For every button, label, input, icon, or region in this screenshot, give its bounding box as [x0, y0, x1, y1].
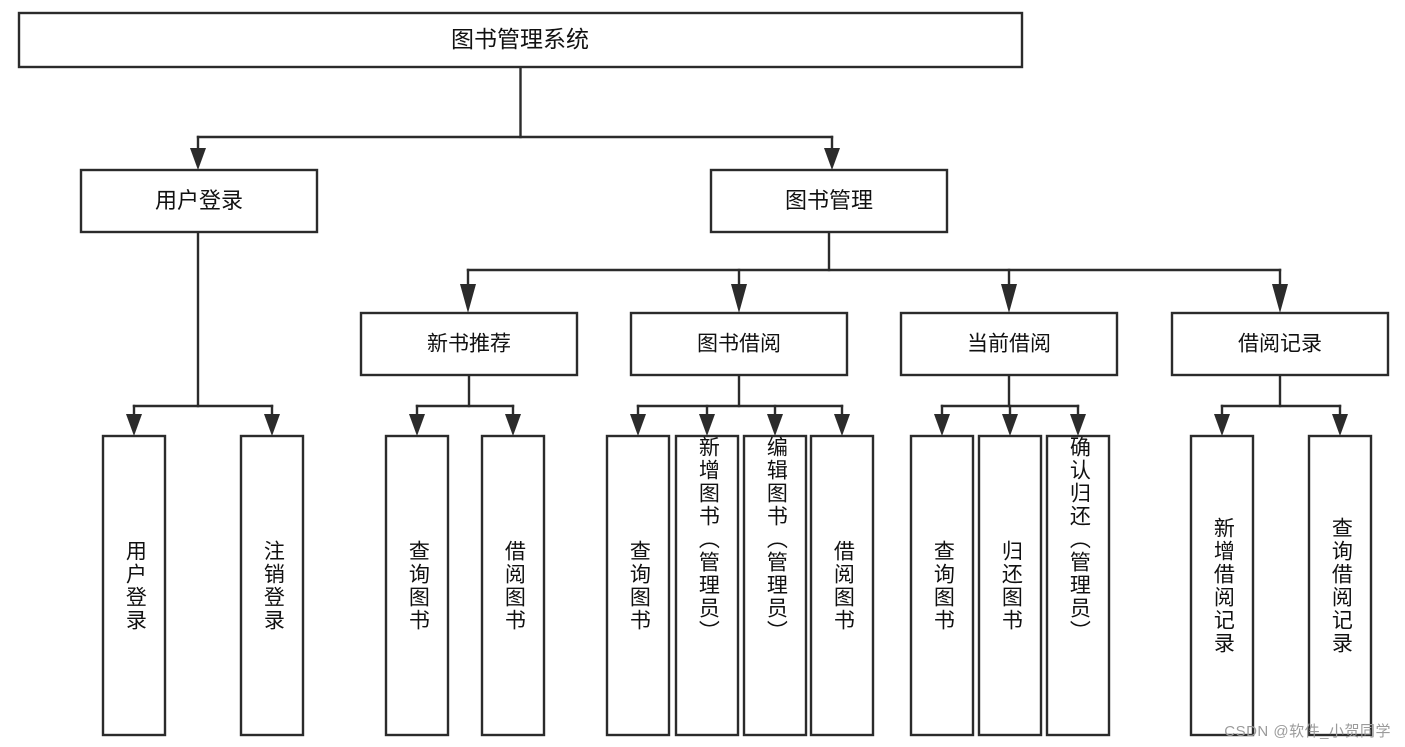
node-box-new-book-rec[interactable]: [359, 311, 579, 377]
connectors: [126, 65, 1348, 436]
arrowhead-leaf-return-book: [1002, 414, 1018, 436]
arrowhead-leaf-add-book: [699, 414, 715, 436]
node-label-current-borrow: 当前借阅: [967, 333, 1051, 356]
node-box-borrow-record[interactable]: [1170, 311, 1390, 377]
node-box-user-login[interactable]: [79, 168, 319, 234]
node-label-root: 图书管理系统: [451, 26, 589, 52]
node-box-leaf-return-book[interactable]: [977, 434, 1043, 737]
node-box-leaf-add-book[interactable]: [674, 434, 740, 737]
arrowhead-leaf-borrow-book-1: [505, 414, 521, 436]
node-label-user-login: 用户登录: [155, 188, 243, 213]
node-box-leaf-edit-book[interactable]: [742, 434, 808, 737]
node-box-current-borrow[interactable]: [899, 311, 1119, 377]
arrowhead-leaf-borrow-book-2: [834, 414, 850, 436]
node-box-root[interactable]: [17, 11, 1024, 69]
node-box-leaf-user-login[interactable]: [101, 434, 167, 737]
arrowhead-book-manage: [824, 148, 840, 170]
arrowhead-leaf-query-record: [1332, 414, 1348, 436]
node-box-leaf-borrow-book-1[interactable]: [480, 434, 546, 737]
node-label-book-borrow: 图书借阅: [697, 333, 781, 356]
node-box-leaf-query-book-1[interactable]: [384, 434, 450, 737]
arrowhead-book-borrow: [731, 284, 747, 313]
arrowhead-leaf-user-login: [126, 414, 142, 436]
node-box-leaf-logout-login[interactable]: [239, 434, 305, 737]
node-box-leaf-query-book-3[interactable]: [909, 434, 975, 737]
node-box-leaf-borrow-book-2[interactable]: [809, 434, 875, 737]
csdn-watermark: CSDN @软件_小贺同学: [1224, 723, 1391, 740]
arrowhead-user-login: [190, 148, 206, 170]
arrowhead-leaf-query-book-1: [409, 414, 425, 436]
node-box-leaf-query-record[interactable]: [1307, 434, 1373, 737]
node-label-new-book-rec: 新书推荐: [427, 333, 511, 356]
node-label-book-manage: 图书管理: [785, 188, 873, 213]
node-box-leaf-query-book-2[interactable]: [605, 434, 671, 737]
node-label-borrow-record: 借阅记录: [1238, 333, 1322, 356]
arrowhead-leaf-query-book-2: [630, 414, 646, 436]
arrowhead-leaf-edit-book: [767, 414, 783, 436]
arrowhead-current-borrow: [1001, 284, 1017, 313]
arrowhead-borrow-record: [1272, 284, 1288, 313]
arrowhead-leaf-confirm-return: [1070, 414, 1086, 436]
nodes: 图书管理系统 用户登录 图书管理 新书推荐 图书借阅 当前借阅 借阅记录: [17, 11, 1390, 737]
node-box-leaf-confirm-return[interactable]: [1045, 434, 1111, 737]
arrowhead-leaf-add-record: [1214, 414, 1230, 436]
arrowhead-leaf-query-book-3: [934, 414, 950, 436]
node-box-leaf-add-record[interactable]: [1189, 434, 1255, 737]
arrowhead-leaf-logout-login: [264, 414, 280, 436]
node-box-book-manage[interactable]: [709, 168, 949, 234]
arrowhead-new-book-rec: [460, 284, 476, 313]
node-box-book-borrow[interactable]: [629, 311, 849, 377]
